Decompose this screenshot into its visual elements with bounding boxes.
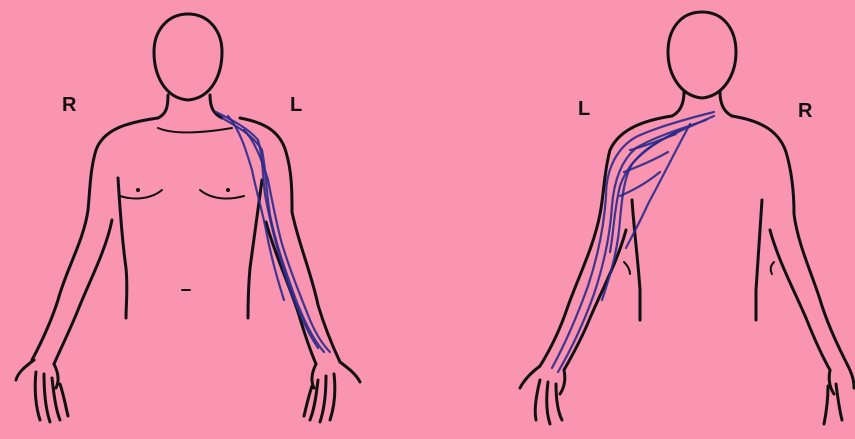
front-right-label: R (62, 94, 76, 117)
back-torso-right (756, 200, 762, 320)
back-left-label: L (578, 98, 590, 121)
back-neck (672, 92, 732, 116)
back-view-figure (520, 12, 854, 424)
front-left-label: L (290, 94, 302, 117)
front-pain-marking (216, 112, 330, 352)
front-collar (158, 128, 232, 133)
back-torso-left (632, 200, 640, 320)
front-neck-right (158, 95, 168, 118)
back-elbow-right (771, 262, 774, 274)
back-hand-right (824, 366, 854, 424)
back-pain-marking (552, 112, 714, 372)
front-body-outline (32, 118, 340, 362)
front-hand-left (304, 362, 360, 422)
front-arm-right-inner (54, 220, 112, 364)
front-torso-right (118, 178, 127, 318)
front-hand-right (16, 360, 68, 422)
back-elbow-left (624, 262, 630, 274)
front-nipple-left (226, 188, 230, 192)
back-right-label: R (798, 100, 812, 123)
front-view-figure (16, 14, 360, 422)
back-head (668, 12, 736, 98)
back-hand-left (520, 366, 565, 424)
front-head (154, 14, 222, 100)
front-nipple-right (136, 188, 140, 192)
